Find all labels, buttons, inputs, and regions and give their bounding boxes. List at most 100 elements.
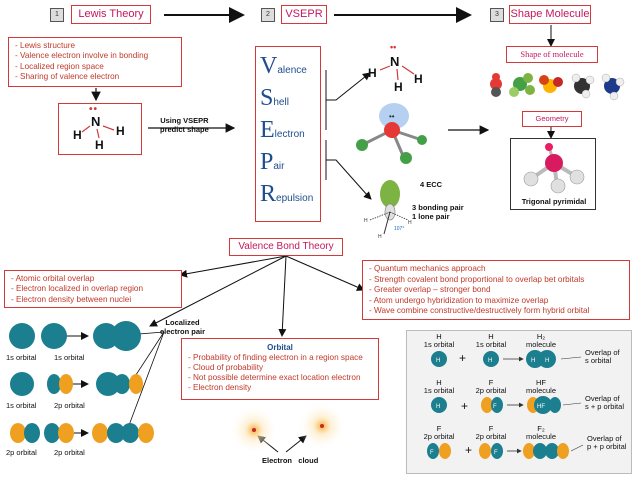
vsepr-word: Shell xyxy=(260,85,289,111)
hydrogen-atom: H xyxy=(368,66,377,80)
vsepr-word: Valence xyxy=(260,53,307,79)
svg-text:F: F xyxy=(430,450,434,456)
vsepr-title: VSEPR xyxy=(281,5,327,24)
shape-of-molecule-box: Shape of molecule xyxy=(506,46,598,63)
small-lewis-structure: •• N H H H xyxy=(368,42,423,94)
vbt-bullet: Electron localized in overlap region xyxy=(11,284,175,294)
trigonal-pyramid-model xyxy=(523,143,585,194)
lewis-bonds xyxy=(81,125,115,139)
vbt-bullet: Atom undergo hybridization to maximize o… xyxy=(369,296,623,307)
orbital-bullet: Not possible determine exact location el… xyxy=(188,373,372,383)
svg-text:H: H xyxy=(531,358,535,364)
orbital-label: 1s orbital xyxy=(6,353,37,362)
hydrogen-atom: H xyxy=(414,72,423,86)
electron-cloud-label: Electron cloud xyxy=(262,456,319,465)
lewis-bullet: Localized region space xyxy=(15,62,175,72)
geometry-box: Geometry xyxy=(522,111,582,127)
hydrogen-atom: H xyxy=(95,138,104,152)
step-number-2: 2 xyxy=(261,8,275,22)
orbital-label: 2p orbital xyxy=(6,448,37,457)
vbt-bullet: Wave combine constructive/destructively … xyxy=(369,306,623,317)
vbt-bullet: Atomic orbital overlap xyxy=(11,274,175,284)
svg-text:F: F xyxy=(493,404,497,410)
step-number-3: 3 xyxy=(490,8,504,22)
orbital-label: 1s orbital xyxy=(54,353,85,362)
orbital-label: 2p orbital xyxy=(54,448,85,457)
svg-text:H: H xyxy=(545,358,549,364)
vbt-left-bullets: Atomic orbital overlap Electron localize… xyxy=(4,270,182,308)
orbital-bullet: Electron density xyxy=(188,383,372,393)
lewis-bullet: Sharing of valence electron xyxy=(15,72,175,82)
svg-text:107°: 107° xyxy=(394,226,404,232)
vsepr-acronym-box: Valence Shell Electron Pair Repulsion xyxy=(255,46,321,222)
orbital-label: 2p orbital xyxy=(54,401,85,410)
tetrahedral-orbital-model: H H H 107° xyxy=(364,180,412,240)
lewis-structure-box: •• N H H H xyxy=(58,103,142,155)
orbital-overlap-rows xyxy=(9,321,154,443)
vsepr-word: Electron xyxy=(260,117,305,143)
vsepr-word: Repulsion xyxy=(260,181,314,207)
molecule-models-row xyxy=(490,73,625,101)
vbt-bullet: Strength covalent bond proportional to o… xyxy=(369,275,623,286)
svg-text:••: •• xyxy=(389,112,395,121)
svg-text:H: H xyxy=(488,358,492,364)
vsepr-word: Pair xyxy=(260,149,285,175)
svg-text:H: H xyxy=(364,218,368,224)
lewis-theory-title: Lewis Theory xyxy=(71,5,151,24)
orbital-bullets: Probability of finding electron in a reg… xyxy=(182,352,378,394)
vbt-bullet: Electron density between nuclei xyxy=(11,295,175,305)
lewis-bullet: Lewis structure xyxy=(15,41,175,51)
ball-stick-model: •• xyxy=(356,103,427,164)
nitrogen-atom: N xyxy=(390,54,400,69)
lewis-bullet: Valence electron involve in bonding xyxy=(15,51,175,61)
orbital-label: 1s orbital xyxy=(6,401,37,410)
lone-pair-label: 1 lone pair xyxy=(412,212,450,221)
orbital-title: Orbital xyxy=(267,343,293,352)
hydrogen-atom: H xyxy=(394,80,403,94)
hydrogen-atom: H xyxy=(116,124,125,138)
lewis-bullet-list: Lewis structure Valence electron involve… xyxy=(8,37,182,87)
ecc-label: 4 ECC xyxy=(420,180,443,189)
svg-text:H: H xyxy=(408,220,412,226)
svg-text:F: F xyxy=(494,450,498,456)
plus-sign: + xyxy=(465,443,473,457)
svg-text:H: H xyxy=(436,358,440,364)
nitrogen-atom: N xyxy=(91,114,101,129)
brace-upper xyxy=(325,70,367,130)
using-vsepr-label: Using VSEPR predict shape xyxy=(160,116,209,134)
step-number-1: 1 xyxy=(50,8,64,22)
trigonal-label: Trigonal pyrimidal xyxy=(521,197,587,206)
orbital-box: Orbital Probability of finding electron … xyxy=(181,338,379,400)
svg-text:HF: HF xyxy=(537,404,545,410)
lone-pair-dots: •• xyxy=(89,104,99,115)
svg-text:H: H xyxy=(378,234,382,240)
vbt-right-bullets: Quantum mechanics approach Strength cova… xyxy=(362,260,630,320)
hydrogen-atom: H xyxy=(73,128,82,142)
bonding-pair-label: 3 bonding pair xyxy=(412,203,464,212)
plus-sign: + xyxy=(461,399,469,413)
overlap-panel-shapes: H H H H H F HF F F xyxy=(427,350,584,459)
geometry-image-box: Trigonal pyrimidal xyxy=(510,138,596,210)
orbital-bullet: Cloud of probability xyxy=(188,363,372,373)
shape-molecule-title: Shape Molecule xyxy=(509,5,591,24)
brace-lower xyxy=(325,140,369,197)
vbt-title: Valence Bond Theory xyxy=(229,238,343,256)
electron-clouds xyxy=(230,404,346,454)
orbital-bullet: Probability of finding electron in a reg… xyxy=(188,353,372,363)
svg-text:H: H xyxy=(436,404,440,410)
localized-electron-pair-label: Localized electron pair xyxy=(160,318,206,336)
